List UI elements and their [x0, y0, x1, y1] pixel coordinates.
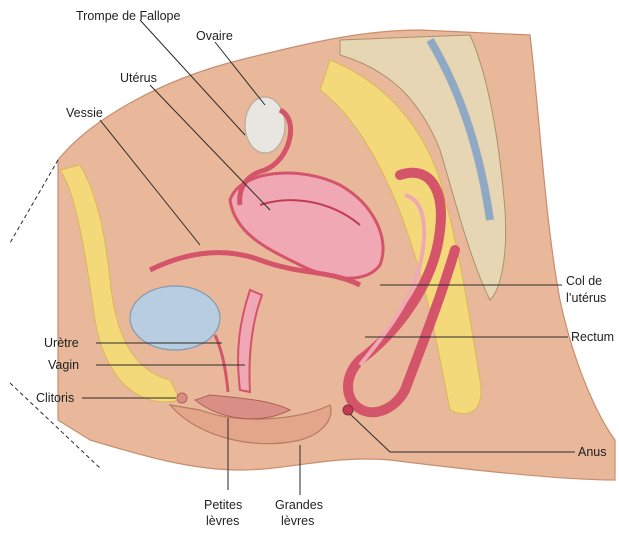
label-uretre: Urètre: [44, 336, 79, 350]
label-clitoris: Clitoris: [36, 391, 74, 405]
label-vessie: Vessie: [66, 106, 103, 120]
ovary: [245, 97, 285, 153]
clitoris: [177, 393, 187, 403]
label-trompe: Trompe de Fallope: [76, 9, 180, 23]
label-rectum: Rectum: [571, 330, 614, 344]
label-ovaire: Ovaire: [196, 29, 233, 43]
label-anus: Anus: [578, 445, 607, 459]
label-col-line1: Col de: [566, 274, 602, 288]
label-uterus: Utérus: [120, 71, 157, 85]
label-vagin: Vagin: [48, 358, 79, 372]
label-petites-line2: lèvres: [206, 514, 239, 528]
cut-line-top: [10, 160, 58, 243]
label-col-line2: l’utérus: [566, 291, 606, 305]
label-grandes-line1: Grandes: [275, 498, 323, 512]
bladder: [130, 286, 220, 350]
label-grandes-line2: lèvres: [281, 514, 314, 528]
anus: [343, 405, 353, 415]
label-petites-line1: Petites: [204, 498, 242, 512]
illustration: [58, 30, 615, 480]
